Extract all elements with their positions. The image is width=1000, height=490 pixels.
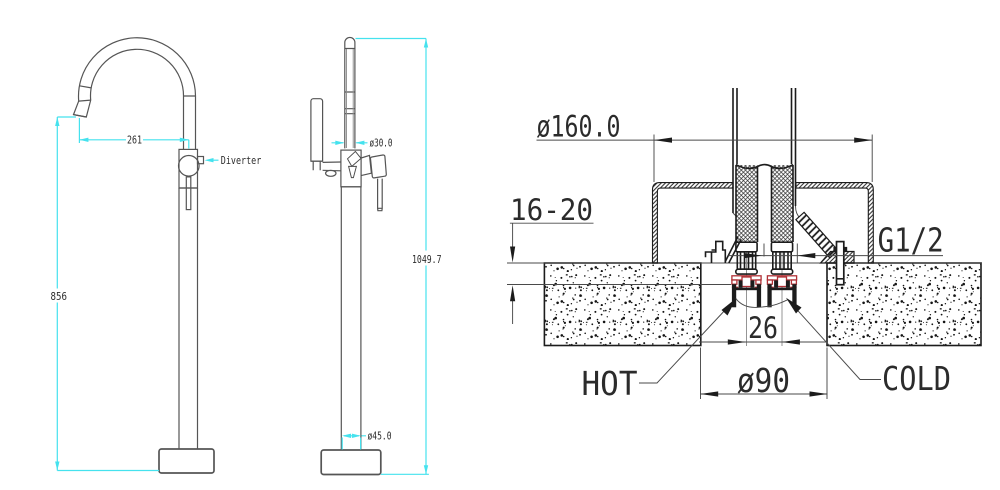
dimension-d30-label: ø30.0: [370, 137, 393, 149]
dimension-856-label: 856: [51, 291, 68, 303]
dimension-1049: 1049.7: [355, 37, 442, 475]
side-handle: [360, 154, 387, 179]
diverter-label: Diverter: [221, 155, 261, 167]
side-base: [320, 449, 382, 476]
valve-internals: [346, 150, 362, 179]
hot-hose: [735, 165, 759, 242]
handle-lever: [185, 176, 192, 211]
dimension-d90: ø90: [700, 347, 828, 400]
diverter-callout: Diverter: [204, 155, 261, 167]
dimension-d30: ø30.0: [331, 137, 393, 149]
cold-label: COLD: [882, 359, 951, 398]
dimension-261: 261: [78, 118, 190, 149]
cold-red-nut: [766, 275, 798, 288]
dimension-d160-label: ø160.0: [537, 110, 621, 144]
dimension-d45: ø45.0: [341, 431, 392, 450]
left-bracket: [704, 236, 742, 264]
cold-connector: [766, 241, 798, 346]
cold-callout: COLD: [786, 297, 951, 398]
dimension-856: 856: [51, 116, 159, 472]
upper-pipe: [182, 96, 197, 150]
cold-hose: [770, 165, 794, 242]
spout-tip-cap: [73, 114, 87, 118]
hot-label: HOT: [582, 364, 638, 403]
side-view: ø30.0 ø45.0 1049.7: [310, 36, 442, 476]
thread-size-label: G1/2: [878, 221, 944, 260]
side-lower-column: [340, 186, 362, 450]
spout-outline: [72, 37, 197, 118]
dimension-d160: ø160.0: [536, 110, 873, 182]
holder-hook: [324, 169, 337, 177]
hot-callout: HOT: [582, 298, 788, 403]
anchor-bolt: [835, 240, 845, 286]
handshower-holder: [310, 160, 341, 172]
handshower: [310, 98, 324, 162]
main-pipe: [732, 88, 797, 213]
thread-callout: G1/2: [728, 221, 944, 263]
anchor-assembly: [795, 211, 855, 286]
floor-right-block: [826, 262, 982, 347]
dimension-16-20: 16-20: [509, 193, 594, 324]
side-handle-stem: [377, 178, 383, 212]
spout-joint-lines: [78, 85, 196, 102]
installation-view: ø160.0 16-20 G1/2 26: [507, 88, 982, 403]
hot-connector: [731, 241, 762, 346]
lower-column: [178, 187, 199, 449]
dimension-26: 26: [699, 311, 828, 345]
dimension-d90-label: ø90: [737, 361, 790, 400]
dimension-16-20-label: 16-20: [510, 193, 593, 227]
hose-top-curve: [735, 163, 794, 170]
front-view: 856 261 Diverter: [51, 37, 261, 474]
side-spout-pipe-inner: [346, 49, 354, 148]
dimension-261-label: 261: [127, 135, 142, 147]
hot-red-nut: [731, 275, 762, 288]
dimension-d45-label: ø45.0: [368, 431, 392, 443]
front-base: [158, 448, 215, 474]
handle-circle: [177, 154, 200, 177]
floor-left-block: [543, 262, 702, 347]
side-spout-pipe: [344, 36, 356, 149]
dimension-1049-label: 1049.7: [412, 254, 442, 266]
dimension-26-label: 26: [748, 311, 778, 345]
